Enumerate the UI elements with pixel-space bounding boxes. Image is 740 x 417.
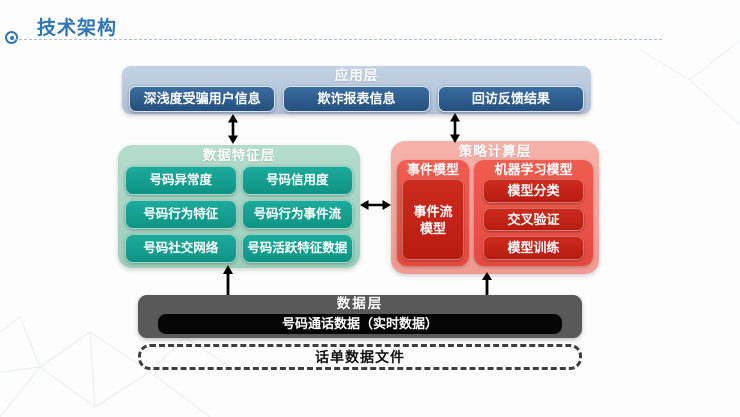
- event-stream-model-box: 事件流模型: [402, 179, 464, 260]
- feature-item-event-stream: 号码行为事件流: [241, 200, 353, 229]
- data-layer-box: 数据层 号码通话数据（实时数据）: [138, 295, 582, 338]
- feature-item-social-network: 号码社交网络: [125, 234, 237, 263]
- arrow-data-to-strategy-up: [482, 272, 492, 295]
- machine-learning-panel: 机器学习模型 模型分类 交叉验证 模型训练: [474, 160, 593, 266]
- app-item-callback-feedback: 回访反馈结果: [437, 86, 584, 112]
- arrow-feature-strategy-bidirectional: [360, 200, 391, 210]
- arrow-data-to-feature-up: [223, 265, 233, 295]
- application-layer-box: 应用层 深浅度受骗用户信息 欺诈报表信息 回访反馈结果: [122, 66, 591, 114]
- strategy-panels: 事件模型 事件流模型 机器学习模型 模型分类 交叉验证 模型训练: [391, 160, 599, 266]
- feature-item-active-feature-data: 号码活跃特征数据: [241, 234, 353, 263]
- ml-item-model-classification: 模型分类: [483, 179, 584, 203]
- app-item-victim-user-info: 深浅度受骗用户信息: [129, 86, 276, 112]
- strategy-computing-layer-box: 策略计算层 事件模型 事件流模型 机器学习模型 模型分类 交叉验证 模型训练: [391, 141, 599, 274]
- feature-item-anomaly: 号码异常度: [125, 166, 237, 195]
- application-layer-items: 深浅度受骗用户信息 欺诈报表信息 回访反馈结果: [122, 86, 591, 112]
- data-feature-layer-box: 数据特征层 号码异常度 号码信用度 号码行为特征 号码行为事件流 号码社交网络 …: [118, 145, 360, 268]
- application-layer-title: 应用层: [334, 68, 379, 83]
- app-item-fraud-report-info: 欺诈报表信息: [283, 86, 430, 112]
- background-polygon-decoration: [639, 40, 740, 126]
- title-bullet-icon: [5, 31, 18, 44]
- data-feature-items: 号码异常度 号码信用度 号码行为特征 号码行为事件流 号码社交网络 号码活跃特征…: [118, 166, 360, 263]
- event-stream-model-label: 事件流模型: [413, 203, 453, 236]
- data-layer-title: 数据层: [336, 296, 384, 311]
- cdr-file-label: 话单数据文件: [315, 349, 405, 365]
- realtime-call-data-box: 号码通话数据（实时数据）: [158, 314, 562, 334]
- strategy-layer-title: 策略计算层: [458, 144, 532, 159]
- ml-item-model-training: 模型训练: [483, 236, 584, 261]
- cdr-file-box: 话单数据文件: [138, 344, 582, 370]
- feature-item-behavior: 号码行为特征: [125, 200, 237, 229]
- event-model-panel: 事件模型 事件流模型: [397, 160, 469, 266]
- page-title: 技术架构: [37, 18, 118, 39]
- arrow-app-feature-bidirectional: [228, 114, 238, 144]
- data-feature-layer-title: 数据特征层: [202, 148, 276, 163]
- machine-learning-title: 机器学习模型: [494, 162, 573, 177]
- arrow-app-strategy-bidirectional: [450, 113, 460, 143]
- ml-item-cross-validation: 交叉验证: [483, 207, 584, 232]
- event-model-title: 事件模型: [406, 162, 459, 177]
- machine-learning-items: 模型分类 交叉验证 模型训练: [483, 179, 584, 261]
- title-underline: [14, 39, 662, 40]
- feature-item-credit: 号码信用度: [241, 166, 353, 195]
